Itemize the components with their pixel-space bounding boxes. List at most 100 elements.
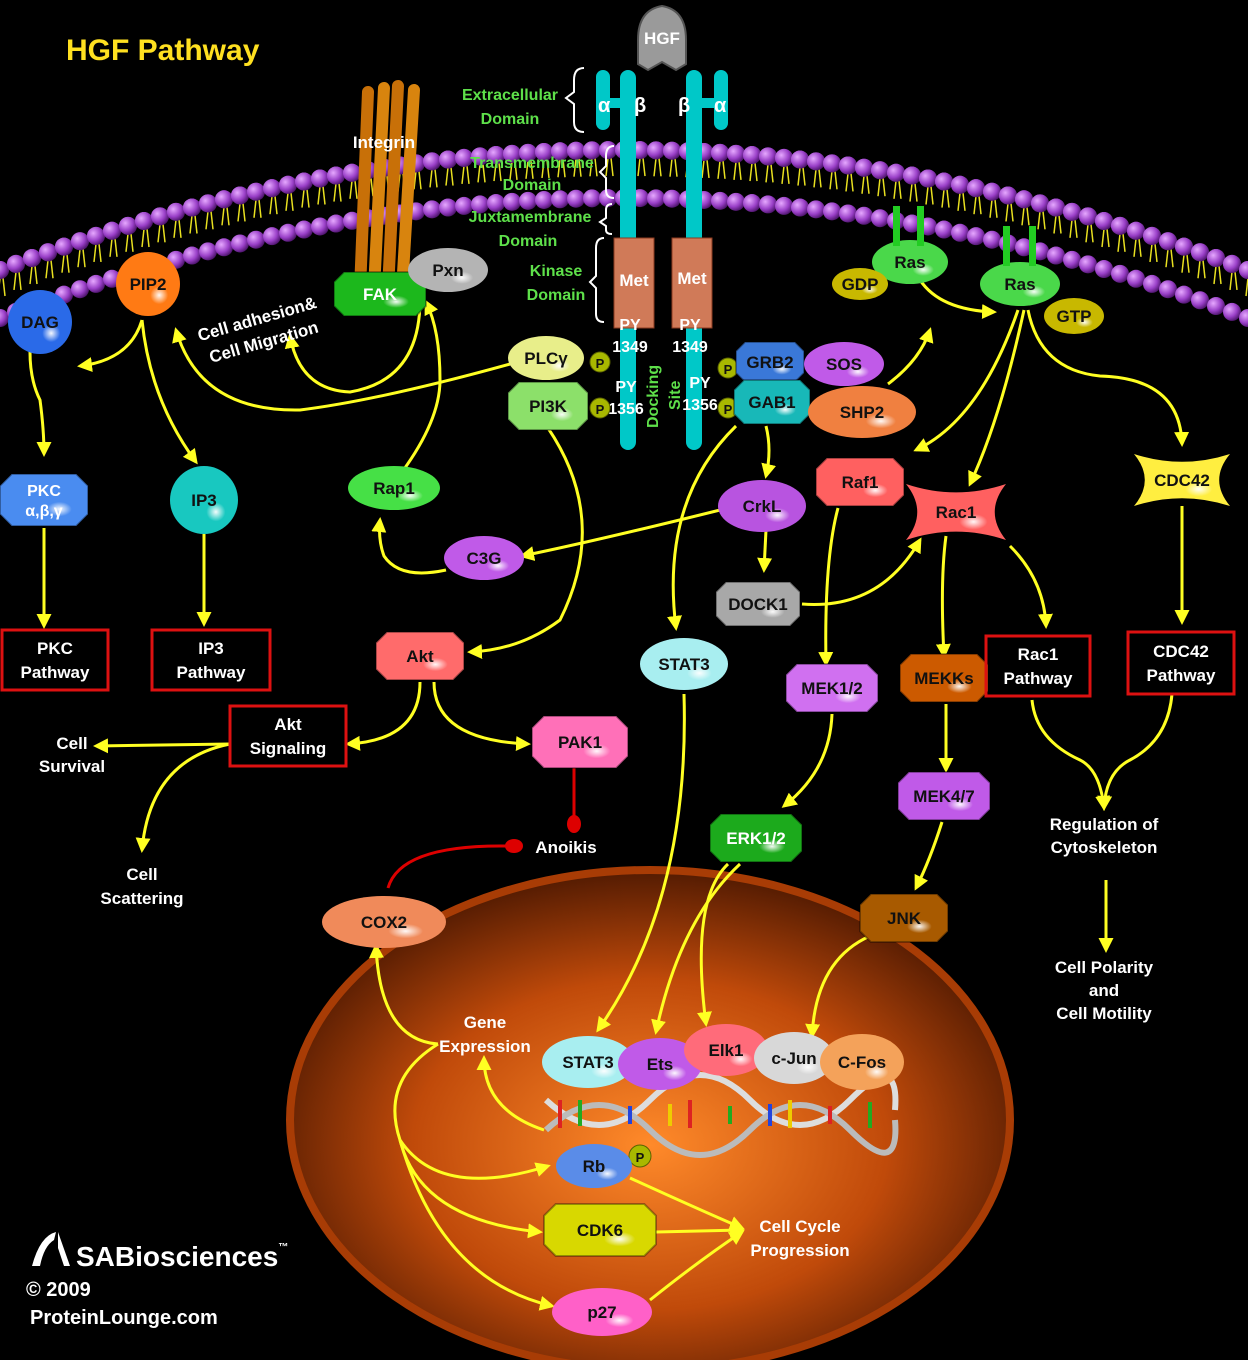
svg-text:SABiosciences™: SABiosciences™ (76, 1241, 288, 1272)
svg-text:PKC: PKC (37, 639, 73, 658)
cox2-node-label: COX2 (361, 913, 407, 932)
cfos-node: C-Fos (820, 1034, 904, 1090)
pak1-node-label: PAK1 (558, 733, 602, 752)
ets-node: Ets (618, 1038, 702, 1090)
gdp-node: GDP (832, 268, 888, 300)
pkc-node: PKC α,β,γ (0, 473, 89, 527)
ip3-node-label: IP3 (191, 491, 217, 510)
svg-text:Anoikis: Anoikis (535, 838, 596, 857)
rb-node-label: Rb (583, 1157, 606, 1176)
cfos-node-label: C-Fos (838, 1053, 886, 1072)
sos-node-label: SOS (826, 355, 862, 374)
plcg-node-label: PLCγ (524, 349, 568, 368)
pip2-node-label: PIP2 (130, 275, 167, 294)
rap1-node: Rap1 (348, 466, 440, 510)
plcg-node: PLCγ (508, 336, 584, 380)
mek47-node: MEK4/7 (897, 771, 991, 821)
mek47-node-label: MEK4/7 (913, 787, 974, 806)
pxn-node-label: Pxn (432, 261, 463, 280)
rac1-node-label: Rac1 (936, 503, 977, 522)
c3g-node-label: C3G (467, 549, 502, 568)
svg-text:ProteinLounge.com: ProteinLounge.com (30, 1307, 218, 1329)
erk12-node: ERK1/2 (709, 813, 803, 863)
stat3-nuclear-node: STAT3 (542, 1036, 634, 1088)
pkc-node-sublabel: α,β,γ (25, 503, 62, 520)
svg-text:Kinase: Kinase (530, 263, 583, 280)
svg-text:PY: PY (619, 317, 641, 334)
svg-text:Cytoskeleton: Cytoskeleton (1051, 838, 1158, 857)
svg-text:Survival: Survival (39, 757, 105, 776)
svg-text:Domain: Domain (527, 287, 586, 304)
ras-node-2: Ras (980, 262, 1060, 306)
ip3-node: IP3 (170, 466, 238, 534)
p27-node: p27 (552, 1288, 652, 1336)
crkl-node-label: CrkL (743, 497, 782, 516)
erk12-node-label: ERK1/2 (726, 829, 786, 848)
svg-text:1356: 1356 (608, 401, 644, 418)
ip3-pathway-box (150, 628, 272, 692)
ras-anchor (1003, 226, 1010, 266)
raf1-node: Raf1 (815, 457, 905, 507)
sos-node: SOS (804, 342, 884, 386)
p27-node-label: p27 (587, 1303, 616, 1322)
ras-anchor (1029, 226, 1036, 266)
svg-text:β: β (634, 95, 646, 117)
ras-node-1: Ras (872, 240, 948, 284)
gab1-node-label: GAB1 (748, 393, 795, 412)
protein-nodes: FAKPxnPIP2DAGPKCα,β,γIP3Rap1C3GPLCγPI3KG… (0, 206, 1230, 1336)
svg-text:Rac1: Rac1 (1018, 645, 1059, 664)
svg-text:Cell Motility: Cell Motility (1056, 1004, 1152, 1023)
svg-text:Signaling: Signaling (250, 739, 327, 758)
raf1-node-label: Raf1 (842, 473, 879, 492)
ets-node-label: Ets (647, 1055, 673, 1074)
sabiosciences-logo: SABiosciences™ (32, 1232, 288, 1272)
crkl-node: CrkL (718, 480, 806, 532)
akt-signaling-box (228, 704, 348, 768)
cdc42-node-label: CDC42 (1154, 471, 1210, 490)
mekks-node: MEKKs (899, 653, 989, 703)
svg-text:Regulation of: Regulation of (1050, 815, 1159, 834)
pathway-box-labels: PKC Pathway IP3 Pathway Akt Signaling Ra… (21, 639, 1217, 758)
pi3k-node-label: PI3K (529, 397, 568, 416)
svg-text:Cell adhesion&Cell Migration: Cell adhesion&Cell Migration (196, 293, 326, 368)
svg-text:PY: PY (679, 317, 701, 334)
svg-text:Site: Site (667, 381, 684, 410)
jnk-node: JNK (859, 893, 949, 943)
svg-text:Scattering: Scattering (100, 889, 183, 908)
pkc-node-label: PKC (27, 483, 61, 500)
fak-node-label: FAK (363, 285, 398, 304)
rap1-node-label: Rap1 (373, 479, 415, 498)
svg-text:α: α (598, 95, 611, 117)
jnk-node-label: JNK (887, 909, 922, 928)
dock1-node: DOCK1 (715, 581, 801, 627)
mek12-node-label: MEK1/2 (801, 679, 862, 698)
cdc42-pathway-box (1126, 630, 1236, 696)
cell-membrane (0, 141, 1248, 327)
svg-text:Pathway: Pathway (1004, 669, 1074, 688)
svg-text:1349: 1349 (612, 339, 648, 356)
svg-text:PY: PY (689, 375, 711, 392)
svg-text:Domain: Domain (481, 111, 540, 128)
signaling-arrows (28, 279, 1190, 1311)
pathway-boxes (0, 628, 1236, 768)
cdk6-node: CDK6 (543, 1203, 657, 1257)
gdp-node-label: GDP (842, 275, 879, 294)
ras-node-2-label: Ras (1004, 275, 1035, 294)
stat3-node-label: STAT3 (658, 655, 709, 674)
pi3k-node: PI3K (507, 381, 589, 431)
svg-text:Expression: Expression (439, 1037, 531, 1056)
ras-anchor (893, 206, 900, 246)
pxn-node: Pxn (408, 248, 488, 292)
cjun-node: c-Jun (754, 1032, 834, 1084)
met-receptor: α β β α Met Met PY 1349 PY 1349 PY 1356 … (596, 70, 728, 450)
svg-text:Domain: Domain (499, 233, 558, 250)
stat3-node: STAT3 (640, 638, 728, 690)
svg-text:Akt: Akt (274, 715, 302, 734)
svg-text:Gene: Gene (464, 1013, 507, 1032)
integrin: Integrin (353, 80, 420, 296)
svg-text:1349: 1349 (672, 339, 708, 356)
phospho-markers: P P P P P (589, 351, 739, 1168)
svg-text:β: β (678, 95, 690, 117)
cox2-node: COX2 (322, 896, 446, 948)
svg-text:P: P (724, 362, 733, 377)
